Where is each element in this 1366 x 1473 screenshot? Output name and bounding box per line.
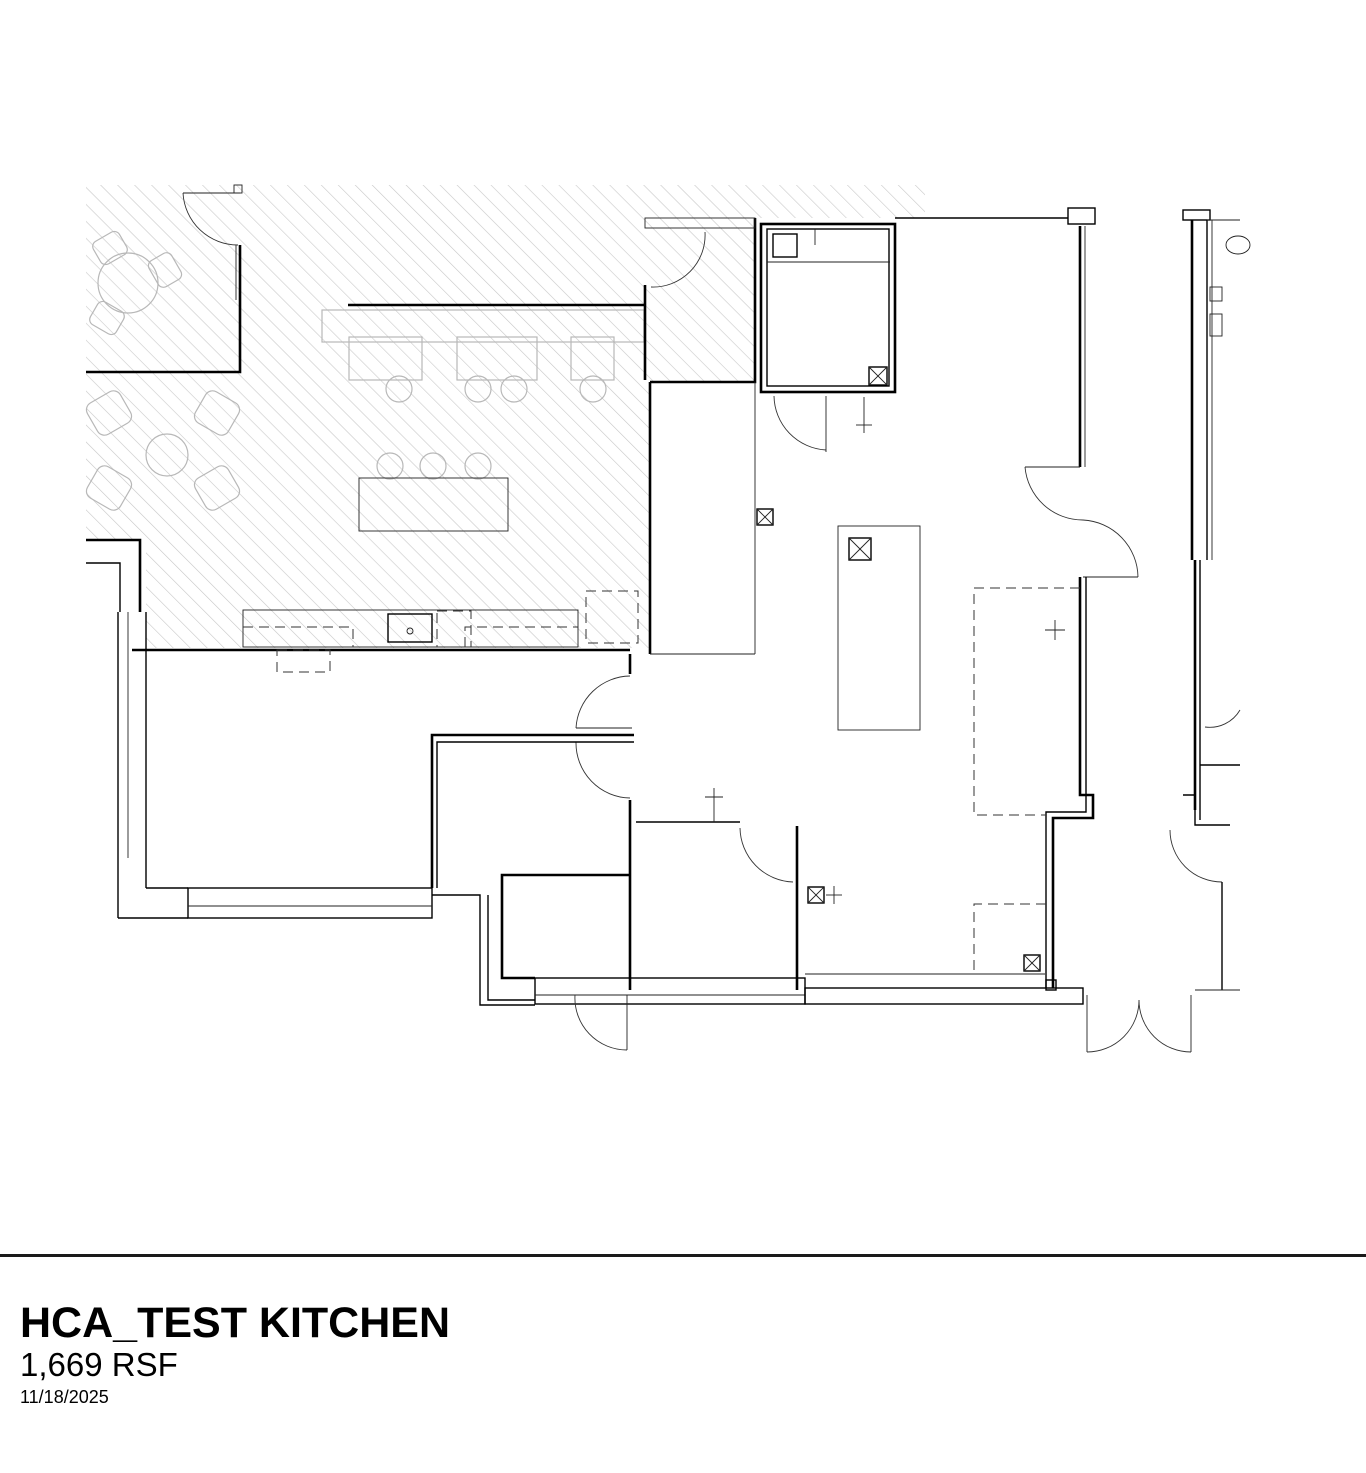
rentable-square-feet: 1,669 RSF xyxy=(20,1346,178,1383)
kitchen-equipment xyxy=(705,525,1080,974)
drawing-date: 11/18/2025 xyxy=(20,1387,109,1407)
title-divider-line xyxy=(0,1254,1366,1257)
floor-plan-drawing xyxy=(85,184,1251,1053)
hatched-lounge-area xyxy=(86,185,925,648)
title-block: HCA_TEST KITCHEN 1,669 RSF 11/18/2025 xyxy=(20,1300,450,1410)
floor-drains xyxy=(756,366,1041,972)
floor-drain-icon xyxy=(756,508,774,526)
walls xyxy=(86,184,1251,1053)
floor-drain-icon xyxy=(1023,954,1041,972)
floor-drain-icon xyxy=(848,537,872,561)
floor-drain-icon xyxy=(868,366,888,386)
project-title: HCA_TEST KITCHEN xyxy=(20,1299,451,1347)
floor-drain-icon xyxy=(807,886,825,904)
